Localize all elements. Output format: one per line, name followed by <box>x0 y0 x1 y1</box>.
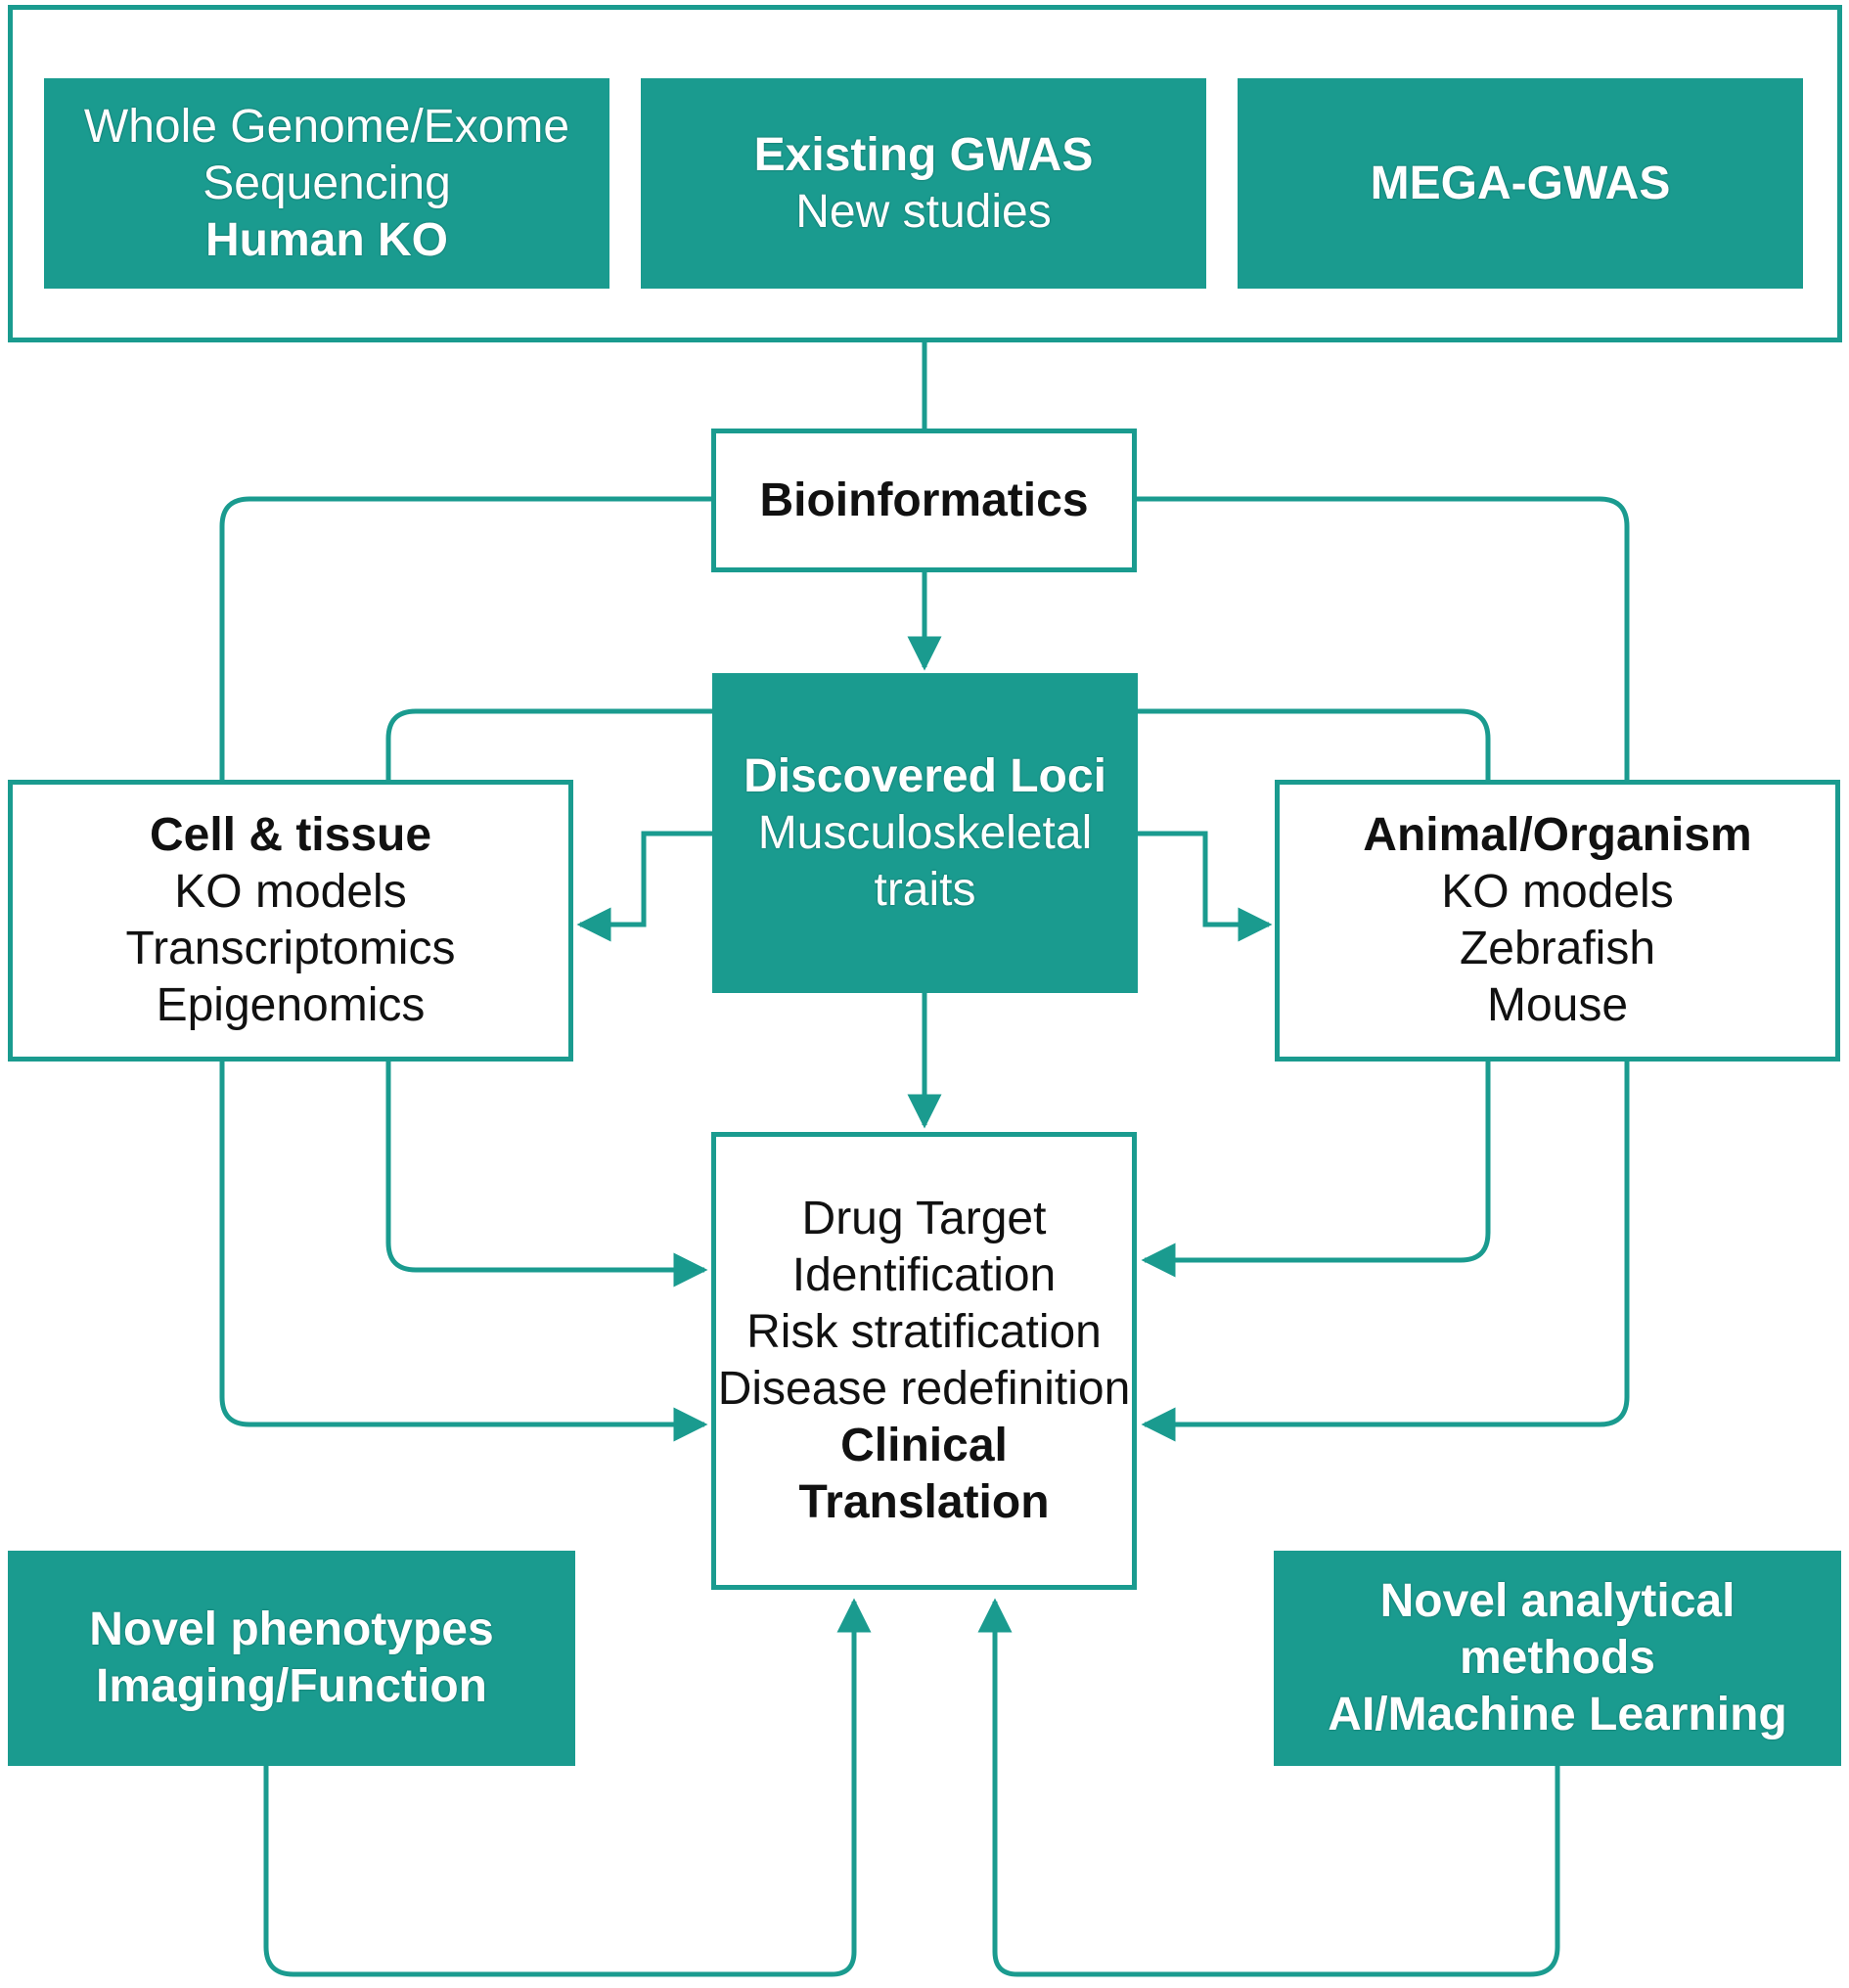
arrow-cell-tissue-to-outcome-lower <box>219 1062 708 1442</box>
gwas-line2: New studies <box>795 185 1052 238</box>
arrow-cell-tissue-to-outcome-upper <box>385 1062 708 1288</box>
animal-line3: Zebrafish <box>1459 923 1656 974</box>
animal-line2: KO models <box>1441 866 1674 918</box>
connector-bioinformatics-to-cell-tissue <box>219 496 712 781</box>
connector-bioinformatics-to-animal <box>1137 496 1630 781</box>
discovered-loci-box: Discovered Loci Musculoskeletal traits <box>712 673 1138 993</box>
arrow-loci-to-animal <box>1137 831 1273 942</box>
arrow-loci-to-cell-tissue <box>576 831 712 942</box>
cell-tissue-box: Cell & tissue KO models Transcriptomics … <box>8 780 573 1062</box>
bioinformatics-label: Bioinformatics <box>759 474 1089 526</box>
clinical-translation-box: Drug Target Identification Risk stratifi… <box>711 1132 1137 1590</box>
connector-loci-to-cell-tissue-top <box>385 708 712 781</box>
phenotypes-line2: Imaging/Function <box>96 1660 487 1712</box>
animal-title: Animal/Organism <box>1363 809 1752 861</box>
arrow-animal-to-outcome-lower <box>1141 1062 1630 1442</box>
methods-line2: methods <box>1459 1632 1655 1684</box>
mega-gwas-box: MEGA-GWAS <box>1238 78 1803 289</box>
mega-gwas-label: MEGA-GWAS <box>1370 157 1671 209</box>
outcome-line2: Identification <box>791 1249 1057 1301</box>
sequencing-line3: Human KO <box>204 213 448 266</box>
arrow-phenotypes-to-outcome <box>263 1598 872 1977</box>
animal-organism-box: Animal/Organism KO models Zebrafish Mous… <box>1275 780 1840 1062</box>
loci-line3: traits <box>874 863 976 916</box>
outcome-line4: Disease redefinition <box>717 1363 1131 1415</box>
cell-tissue-line3: Transcriptomics <box>125 923 456 974</box>
outcome-line1: Drug Target <box>801 1193 1047 1244</box>
methods-line1: Novel analytical <box>1379 1575 1736 1627</box>
outcome-line3: Risk stratification <box>746 1306 1102 1358</box>
arrow-animal-to-outcome-upper <box>1141 1062 1491 1278</box>
novel-methods-box: Novel analytical methods AI/Machine Lear… <box>1274 1551 1841 1766</box>
animal-line4: Mouse <box>1486 979 1629 1031</box>
bioinformatics-box: Bioinformatics <box>711 429 1137 572</box>
outcome-line6: Translation <box>798 1476 1050 1528</box>
cell-tissue-title: Cell & tissue <box>149 809 432 861</box>
arrow-methods-to-outcome <box>977 1598 1560 1977</box>
connector-loci-to-animal-top <box>1137 708 1491 781</box>
novel-phenotypes-box: Novel phenotypes Imaging/Function <box>8 1551 575 1766</box>
sequencing-line2: Sequencing <box>203 157 451 209</box>
phenotypes-line1: Novel phenotypes <box>89 1604 494 1655</box>
sequencing-box: Whole Genome/Exome Sequencing Human KO <box>44 78 609 289</box>
loci-line1: Discovered Loci <box>744 749 1106 802</box>
cell-tissue-line2: KO models <box>174 866 407 918</box>
gwas-box: Existing GWAS New studies <box>641 78 1206 289</box>
gwas-line1: Existing GWAS <box>753 128 1094 181</box>
sequencing-line1: Whole Genome/Exome <box>83 100 570 153</box>
cell-tissue-line4: Epigenomics <box>156 979 426 1031</box>
loci-line2: Musculoskeletal <box>757 806 1093 859</box>
outcome-line5: Clinical <box>840 1420 1008 1471</box>
methods-line3: AI/Machine Learning <box>1328 1689 1787 1740</box>
